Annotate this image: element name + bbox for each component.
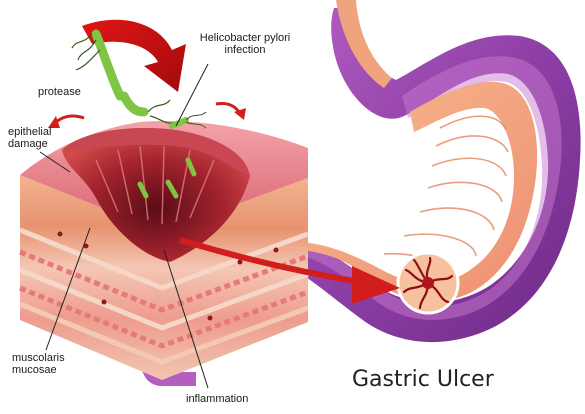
helicobacter-bacteria [71, 29, 207, 129]
curved-arrow [82, 19, 186, 92]
tissue-dots [57, 231, 279, 321]
label-epithelial-line2: damage [8, 138, 48, 150]
label-epithelial-line1: epithelial [8, 126, 52, 138]
label-protease: protease [38, 86, 81, 98]
diagram-title: Gastric Ulcer [352, 367, 494, 392]
crater-ridges [95, 145, 215, 225]
pointer-arrow [179, 237, 400, 304]
stomach-lumen [300, 81, 538, 302]
small-arrow-left [48, 114, 85, 128]
label-helicobacter-line2: infection [224, 44, 266, 56]
stomach-outer [275, 8, 581, 343]
stomach-folds [383, 115, 509, 275]
label-muscolaris-line1: muscolaris [12, 352, 65, 364]
crater-bacteria [137, 157, 197, 199]
label-helicobacter-line1: Helicobacter pylori [199, 32, 291, 44]
leader-lines [39, 63, 209, 389]
small-arrow-right [215, 102, 246, 120]
ulcer-crater [62, 128, 250, 262]
crater-wall [62, 128, 250, 176]
tissue-block [19, 121, 309, 380]
tissue-layers [19, 227, 309, 365]
label-muscolaris-line2: mucosae [12, 364, 57, 376]
label-muscolaris: muscolaris mucosae [12, 352, 65, 376]
esophagus [336, 0, 392, 88]
ulcer-spot [396, 251, 460, 315]
label-helicobacter: Helicobacter pylori infection [185, 32, 305, 56]
label-epithelial: epithelial damage [8, 126, 51, 150]
label-inflammation: inflammation [186, 393, 249, 405]
